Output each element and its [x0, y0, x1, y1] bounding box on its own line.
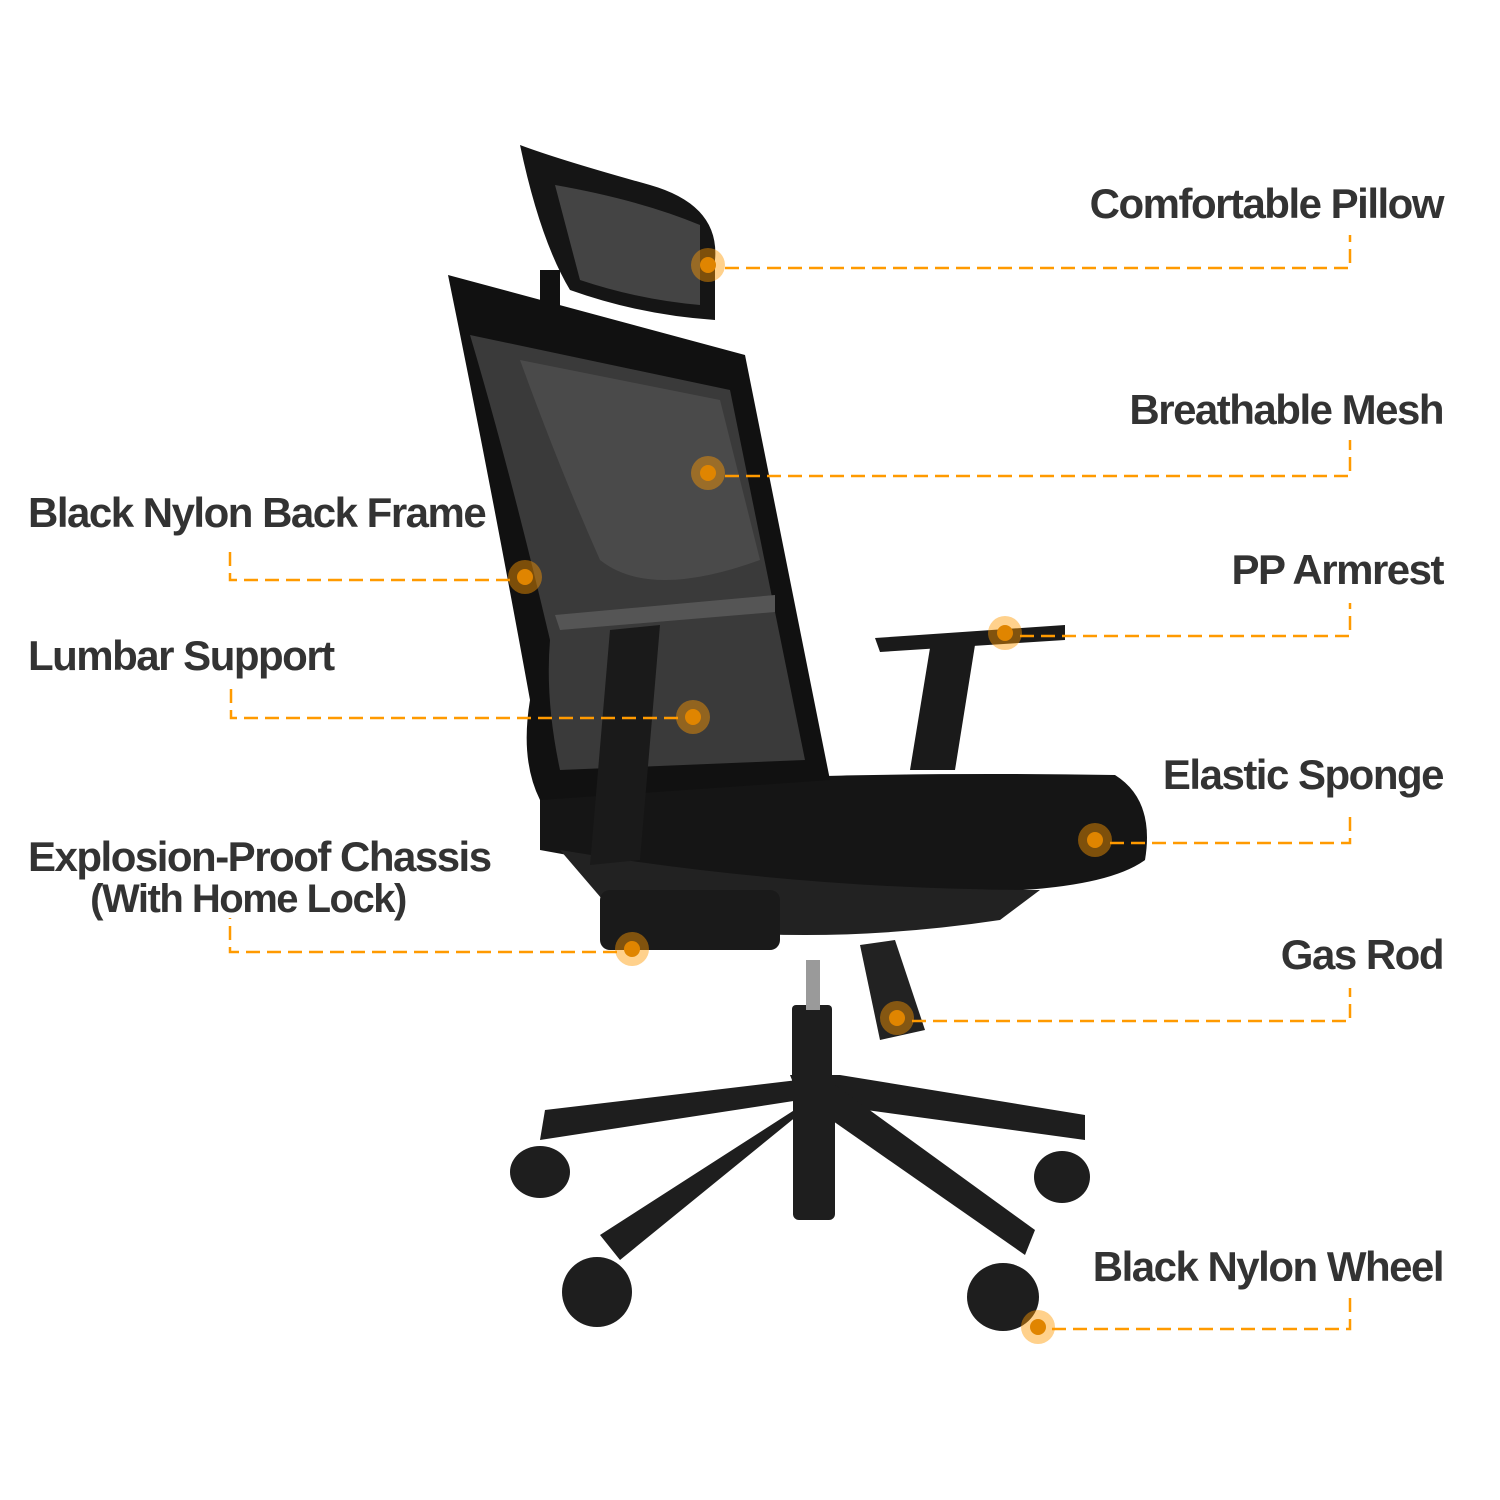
marker-lumbar [676, 700, 710, 734]
callout-wheel: Black Nylon Wheel [1092, 1243, 1445, 1290]
marker-backframe [508, 560, 542, 594]
callout-chassis: Explosion-Proof Chassis (With Home Lock) [28, 833, 492, 921]
marker-chassis [615, 932, 649, 966]
callout-chassis-subtitle: (With Home Lock) [90, 877, 407, 921]
callout-pillow: Comfortable Pillow [1089, 180, 1445, 227]
callout-mesh: Breathable Mesh [1129, 386, 1444, 433]
callout-sponge: Elastic Sponge [1162, 751, 1445, 798]
marker-mesh [691, 456, 725, 490]
callout-markers [508, 248, 1112, 1344]
leader-lines [228, 235, 1352, 1331]
chair-base [510, 960, 1090, 1331]
callout-armrest: PP Armrest [1231, 546, 1445, 593]
marker-sponge [1078, 823, 1112, 857]
callout-gasrod: Gas Rod [1280, 931, 1445, 978]
callout-lumbar: Lumbar Support [28, 632, 335, 679]
marker-armrest [988, 616, 1022, 650]
marker-wheel [1021, 1310, 1055, 1344]
chair-seat [540, 774, 1147, 950]
chair-headrest [520, 145, 716, 320]
chair-backrest [448, 275, 830, 800]
callout-chassis-title: Explosion-Proof Chassis [28, 833, 492, 880]
callout-backframe: Black Nylon Back Frame [28, 489, 487, 536]
gas-rod-lever [860, 940, 925, 1040]
marker-pillow [691, 248, 725, 282]
chair-armrests [555, 595, 1065, 865]
marker-gasrod [880, 1001, 914, 1035]
